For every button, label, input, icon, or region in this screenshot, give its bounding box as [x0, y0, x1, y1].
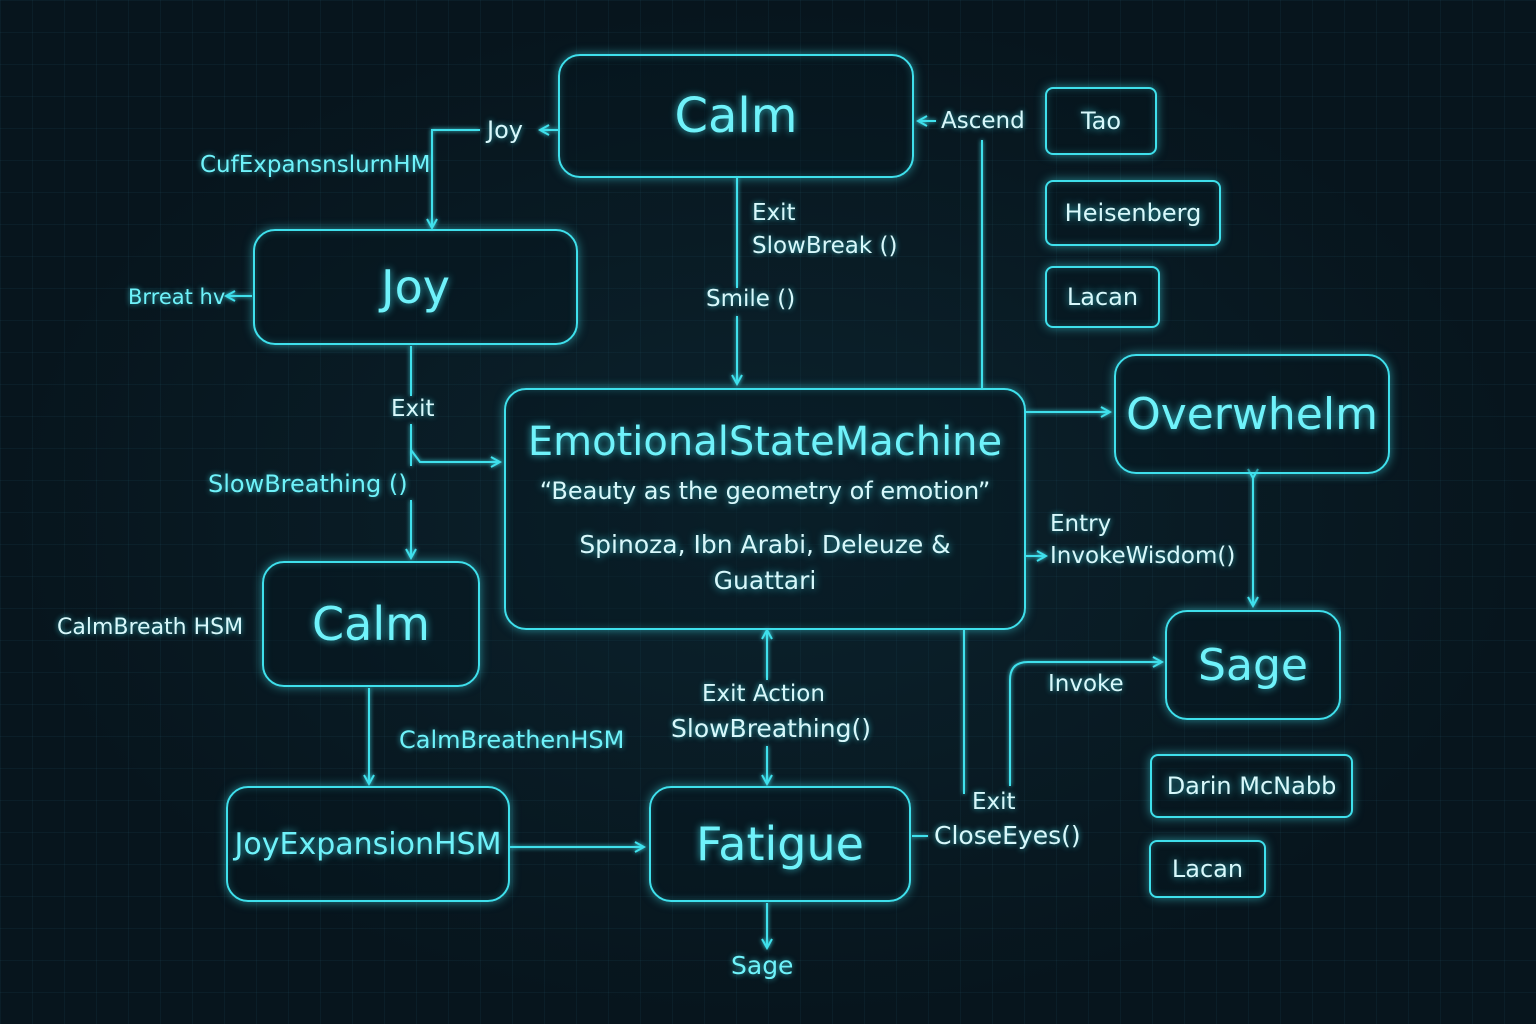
box-lacan-top[interactable]: Lacan — [1045, 266, 1160, 328]
state-overwhelm[interactable]: Overwhelm — [1114, 354, 1390, 474]
label-calm-breath-hsm: CalmBreath HSM — [57, 615, 244, 640]
label-slowbreathing-left: SlowBreathing () — [208, 470, 408, 498]
state-emotional-state-machine[interactable]: EmotionalStateMachine “Beauty as the geo… — [504, 388, 1026, 630]
label-exit-left: Exit — [391, 396, 435, 422]
center-title: EmotionalStateMachine — [527, 419, 1003, 465]
label-close-eyes: CloseEyes() — [934, 821, 1081, 850]
label-slowbreak: SlowBreak () — [752, 233, 898, 259]
box-tao[interactable]: Tao — [1045, 87, 1157, 155]
arrow-joy-label-to-joy — [432, 129, 480, 228]
label-invoke-wisdom: InvokeWisdom() — [1050, 543, 1236, 569]
label-exit-top: Exit — [752, 200, 796, 226]
box-lacan-bottom[interactable]: Lacan — [1149, 840, 1266, 898]
arrow-invoke-to-sage — [1009, 662, 1162, 786]
state-joy[interactable]: Joy — [253, 229, 578, 345]
center-quote: “Beauty as the geometry of emotion” — [539, 477, 991, 505]
label-ascend: Ascend — [941, 108, 1025, 134]
label-exit-bottom: Exit — [972, 789, 1016, 815]
arrow-exit-to-center — [410, 449, 500, 462]
state-sage[interactable]: Sage — [1165, 610, 1341, 720]
state-calm-top[interactable]: Calm — [558, 54, 914, 178]
state-calm-left[interactable]: Calm — [262, 561, 480, 687]
label-calm-breathen-hsm: CalmBreathenHSM — [399, 726, 625, 754]
label-breath: Brreat hv — [128, 285, 226, 309]
center-names: Spinoza, Ibn Arabi, Deleuze & Guattari — [579, 530, 951, 595]
state-fatigue[interactable]: Fatigue — [649, 786, 911, 902]
label-slowbreathing-bottom: SlowBreathing() — [671, 714, 871, 743]
label-cuf-expansion: CufExpansnslurnHM — [200, 152, 431, 178]
label-invoke: Invoke — [1048, 671, 1124, 697]
box-heisenberg[interactable]: Heisenberg — [1045, 180, 1221, 246]
box-darin-mcnabb[interactable]: Darin McNabb — [1150, 754, 1353, 818]
label-smile: Smile () — [706, 286, 796, 312]
label-sage-bottom: Sage — [731, 951, 794, 980]
state-joy-expansion[interactable]: JoyExpansionHSM — [226, 786, 510, 902]
label-joy-arrow: Joy — [487, 116, 523, 144]
label-entry: Entry — [1050, 511, 1112, 537]
label-exit-action: Exit Action — [702, 681, 825, 707]
